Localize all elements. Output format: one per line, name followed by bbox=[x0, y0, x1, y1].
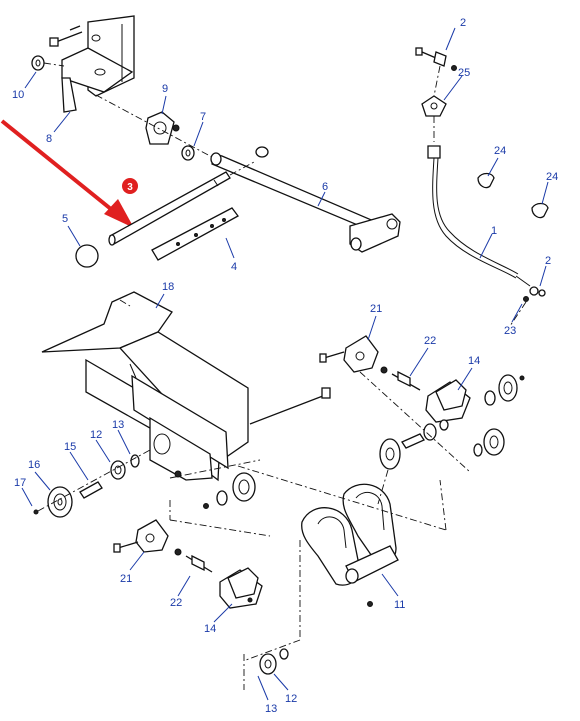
label-8: 8 bbox=[46, 133, 52, 145]
bracket-lower bbox=[113, 500, 289, 675]
label-13-left: 13 bbox=[112, 419, 124, 431]
label-22-lower: 22 bbox=[170, 597, 182, 609]
bracket-upper-right bbox=[319, 335, 525, 473]
label-24-right: 24 bbox=[546, 171, 558, 183]
leader-lines bbox=[21, 27, 549, 701]
part-labels: 2 25 24 24 1 2 23 6 7 9 10 8 5 4 18 21 2… bbox=[12, 17, 558, 715]
idler-set-left bbox=[33, 449, 151, 518]
label-11: 11 bbox=[394, 599, 405, 611]
frame-plates-part-18 bbox=[41, 291, 331, 482]
label-10: 10 bbox=[12, 89, 24, 101]
label-2-lower: 2 bbox=[545, 255, 551, 267]
label-12-left: 12 bbox=[90, 429, 102, 441]
cable-assembly bbox=[415, 47, 549, 327]
label-16: 16 bbox=[28, 459, 40, 471]
svg-text:3: 3 bbox=[127, 182, 133, 193]
shaft-part-6 bbox=[210, 146, 401, 253]
label-12-lower: 12 bbox=[285, 693, 297, 705]
label-14-upper: 14 bbox=[468, 355, 480, 367]
label-13-lower: 13 bbox=[265, 703, 277, 715]
red-pointer-arrow bbox=[0, 119, 134, 228]
label-17: 17 bbox=[14, 477, 26, 489]
label-5: 5 bbox=[62, 213, 68, 225]
callout-badge-3[interactable]: 3 bbox=[122, 178, 138, 194]
dashed-connectors bbox=[237, 465, 447, 690]
label-9: 9 bbox=[162, 83, 168, 95]
label-6: 6 bbox=[322, 181, 328, 193]
label-18: 18 bbox=[162, 281, 174, 293]
label-22-upper: 22 bbox=[424, 335, 436, 347]
flat-bar-part-4 bbox=[151, 207, 239, 261]
label-21-upper: 21 bbox=[370, 303, 382, 315]
label-2-top: 2 bbox=[460, 17, 466, 29]
label-1: 1 bbox=[491, 225, 497, 237]
idler-set-middle bbox=[169, 459, 261, 509]
label-21-lower: 21 bbox=[120, 573, 132, 585]
rod-part-3 bbox=[108, 161, 255, 246]
label-24-left: 24 bbox=[494, 145, 506, 157]
label-15: 15 bbox=[64, 441, 76, 453]
ball-part-5 bbox=[75, 244, 99, 268]
bracket-part-8 bbox=[31, 15, 135, 113]
label-23: 23 bbox=[504, 325, 516, 337]
label-7: 7 bbox=[200, 111, 206, 123]
label-4: 4 bbox=[231, 261, 237, 273]
label-14-lower: 14 bbox=[204, 623, 216, 635]
label-25: 25 bbox=[458, 67, 470, 79]
housing-part-11 bbox=[245, 483, 399, 661]
